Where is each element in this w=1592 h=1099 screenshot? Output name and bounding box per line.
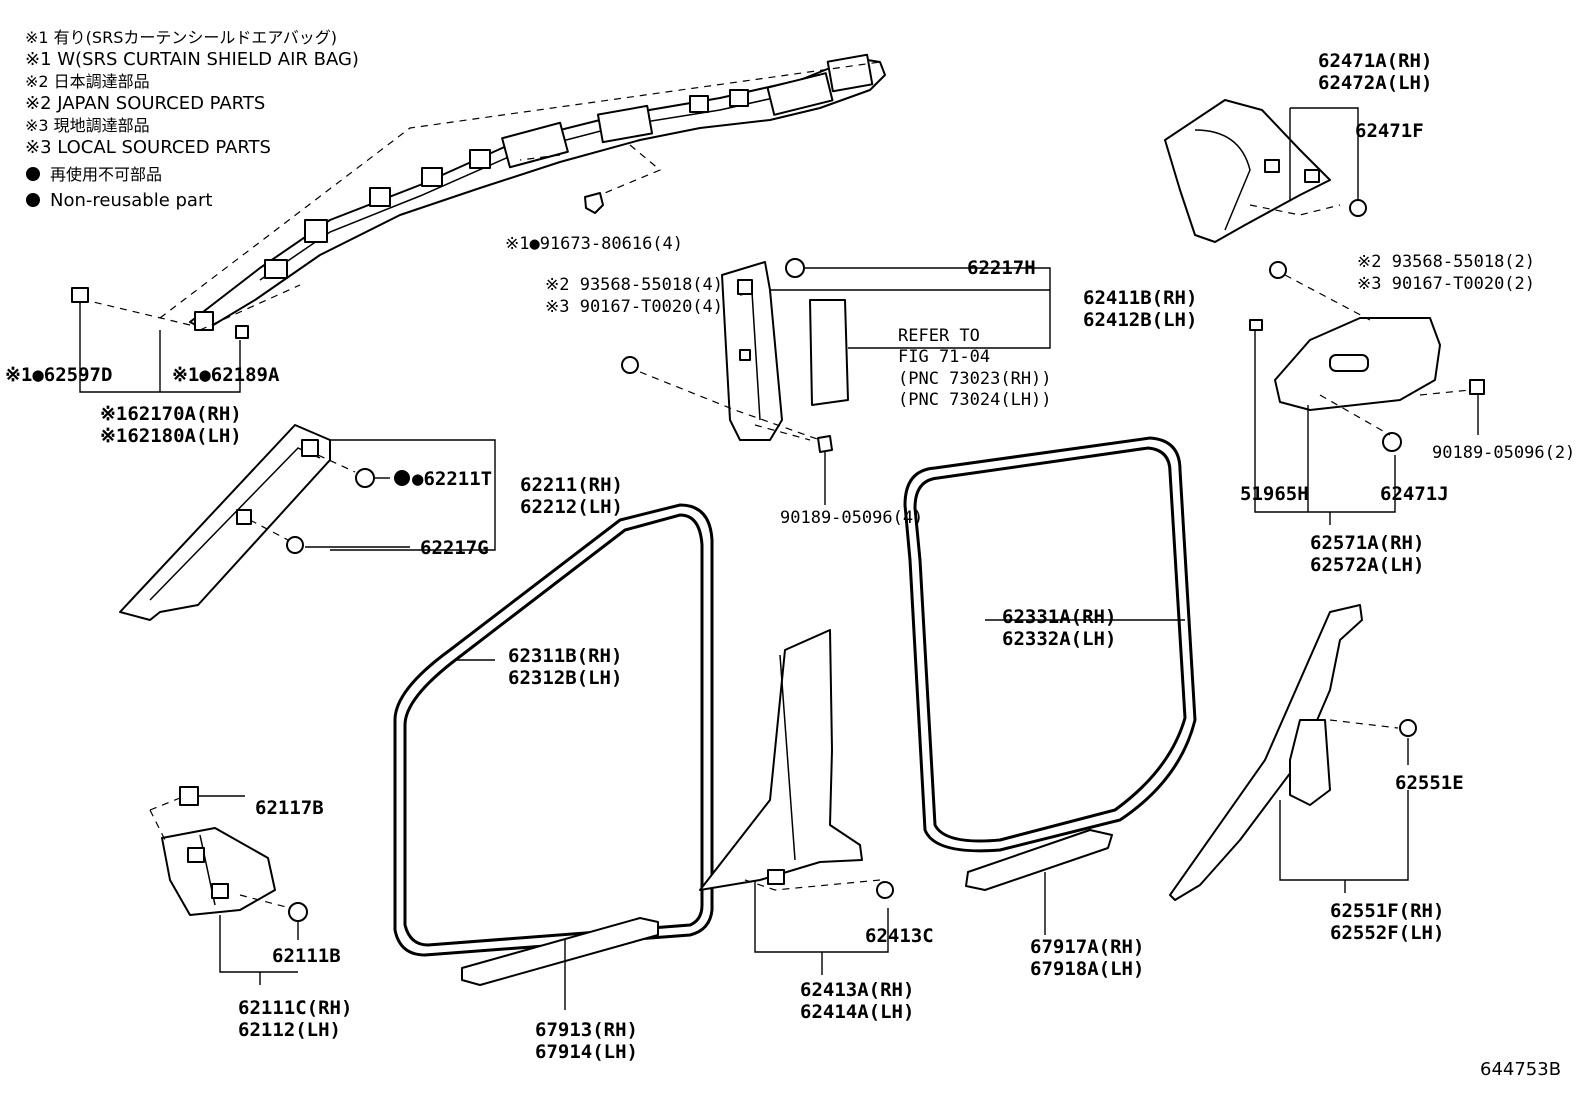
rear-door-weatherstrip [903, 436, 1197, 935]
figure-number: 644753B [1480, 1059, 1561, 1080]
label-62180A: ※162180A(LH) [100, 425, 242, 447]
label-62552F: 62552F(LH) [1330, 922, 1444, 944]
label-62471J: 62471J [1380, 483, 1449, 505]
label-90189-4: 90189-05096(4) [780, 508, 923, 528]
legend-line-8: Non-reusable part [50, 190, 212, 211]
label-62471F: 62471F [1355, 120, 1424, 142]
legend-line-7: 再使用不可部品 [50, 165, 162, 184]
label-51965H: 51965H [1240, 483, 1309, 505]
label-62212: 62212(LH) [520, 496, 623, 518]
legend-line-5: ※3 現地調達部品 [25, 116, 150, 135]
label-62414A: 62414A(LH) [800, 1001, 914, 1023]
refer-text-2: FIG 71-04 [898, 347, 990, 367]
label-62111B: 62111B [272, 945, 341, 967]
label-62117B: 62117B [255, 797, 324, 819]
label-62571A: 62571A(RH) [1310, 532, 1424, 554]
label-62572A: 62572A(LH) [1310, 554, 1424, 576]
legend-line-2: ※1 W(SRS CURTAIN SHIELD AIR BAG) [25, 49, 359, 70]
label-62112: 62112(LH) [238, 1019, 341, 1041]
legend-line-1: ※1 有り(SRSカーテンシールドエアバッグ) [25, 28, 337, 47]
part-labels: ※1●91673-80616(4) ※1●62597D ※1●62189A ※1… [5, 50, 1575, 1080]
label-62551F: 62551F(RH) [1330, 900, 1444, 922]
label-62332A: 62332A(LH) [1002, 628, 1116, 650]
label-62412B: 62412B(LH) [1083, 309, 1197, 331]
legend: ※1 有り(SRSカーテンシールドエアバッグ) ※1 W(SRS CURTAIN… [25, 28, 359, 211]
label-62217G: 62217G [420, 537, 489, 559]
label-62189A: ※1●62189A [172, 364, 280, 386]
label-90167-4: ※3 90167-T0020(4) [545, 297, 723, 317]
legend-line-4: ※2 JAPAN SOURCED PARTS [25, 93, 265, 114]
label-90167-2: ※3 90167-T0020(2) [1357, 274, 1535, 294]
label-93568-4: ※2 93568-55018(4) [545, 275, 723, 295]
label-62471A: 62471A(RH) [1318, 50, 1432, 72]
cowl-side-trim [149, 786, 308, 985]
rear-door-opening-trim [1169, 604, 1417, 901]
label-90189-2: 90189-05096(2) [1432, 443, 1575, 463]
label-62411B: 62411B(RH) [1083, 287, 1197, 309]
bullet-icon [26, 193, 40, 207]
label-62413A: 62413A(RH) [800, 979, 914, 1001]
label-62413C: 62413C [865, 925, 934, 947]
label-62170A: ※162170A(RH) [100, 403, 242, 425]
curtain-airbag-assembly [71, 53, 886, 393]
label-62211: 62211(RH) [520, 474, 623, 496]
label-67914: 67914(LH) [535, 1041, 638, 1063]
refer-text-3: (PNC 73023(RH)) [898, 369, 1052, 389]
label-62111C: 62111C(RH) [238, 997, 352, 1019]
label-93568-2: ※2 93568-55018(2) [1357, 252, 1535, 272]
refer-text-4: (PNC 73024(LH)) [898, 390, 1052, 410]
label-62331A: 62331A(RH) [1002, 606, 1116, 628]
label-62551E: 62551E [1395, 772, 1464, 794]
legend-line-3: ※2 日本調達部品 [25, 72, 150, 91]
rear-pillar-lower-garnish [1249, 261, 1485, 525]
label-67917A: 67917A(RH) [1030, 936, 1144, 958]
bullet-icon [26, 167, 40, 181]
label-62217H: 62217H [967, 257, 1036, 279]
label-67913: 67913(RH) [535, 1019, 638, 1041]
front-door-weatherstrip [393, 503, 714, 1010]
rear-pillar-upper-garnish [1164, 99, 1367, 243]
label-62311B: 62311B(RH) [508, 645, 622, 667]
legend-line-6: ※3 LOCAL SOURCED PARTS [25, 137, 271, 158]
b-pillar-upper-garnish [621, 258, 1051, 505]
label-67918A: 67918A(LH) [1030, 958, 1144, 980]
label-91673: ※1●91673-80616(4) [505, 234, 683, 254]
label-62472A: 62472A(LH) [1318, 72, 1432, 94]
label-62211T: ●62211T [412, 468, 492, 490]
label-62312B: 62312B(LH) [508, 667, 622, 689]
refer-text-1: REFER TO [898, 326, 980, 346]
non-reusable-mark-icon [394, 470, 410, 486]
a-pillar-garnish [119, 424, 496, 621]
b-pillar-lower-garnish [699, 629, 894, 975]
label-62597D: ※1●62597D [5, 364, 112, 386]
